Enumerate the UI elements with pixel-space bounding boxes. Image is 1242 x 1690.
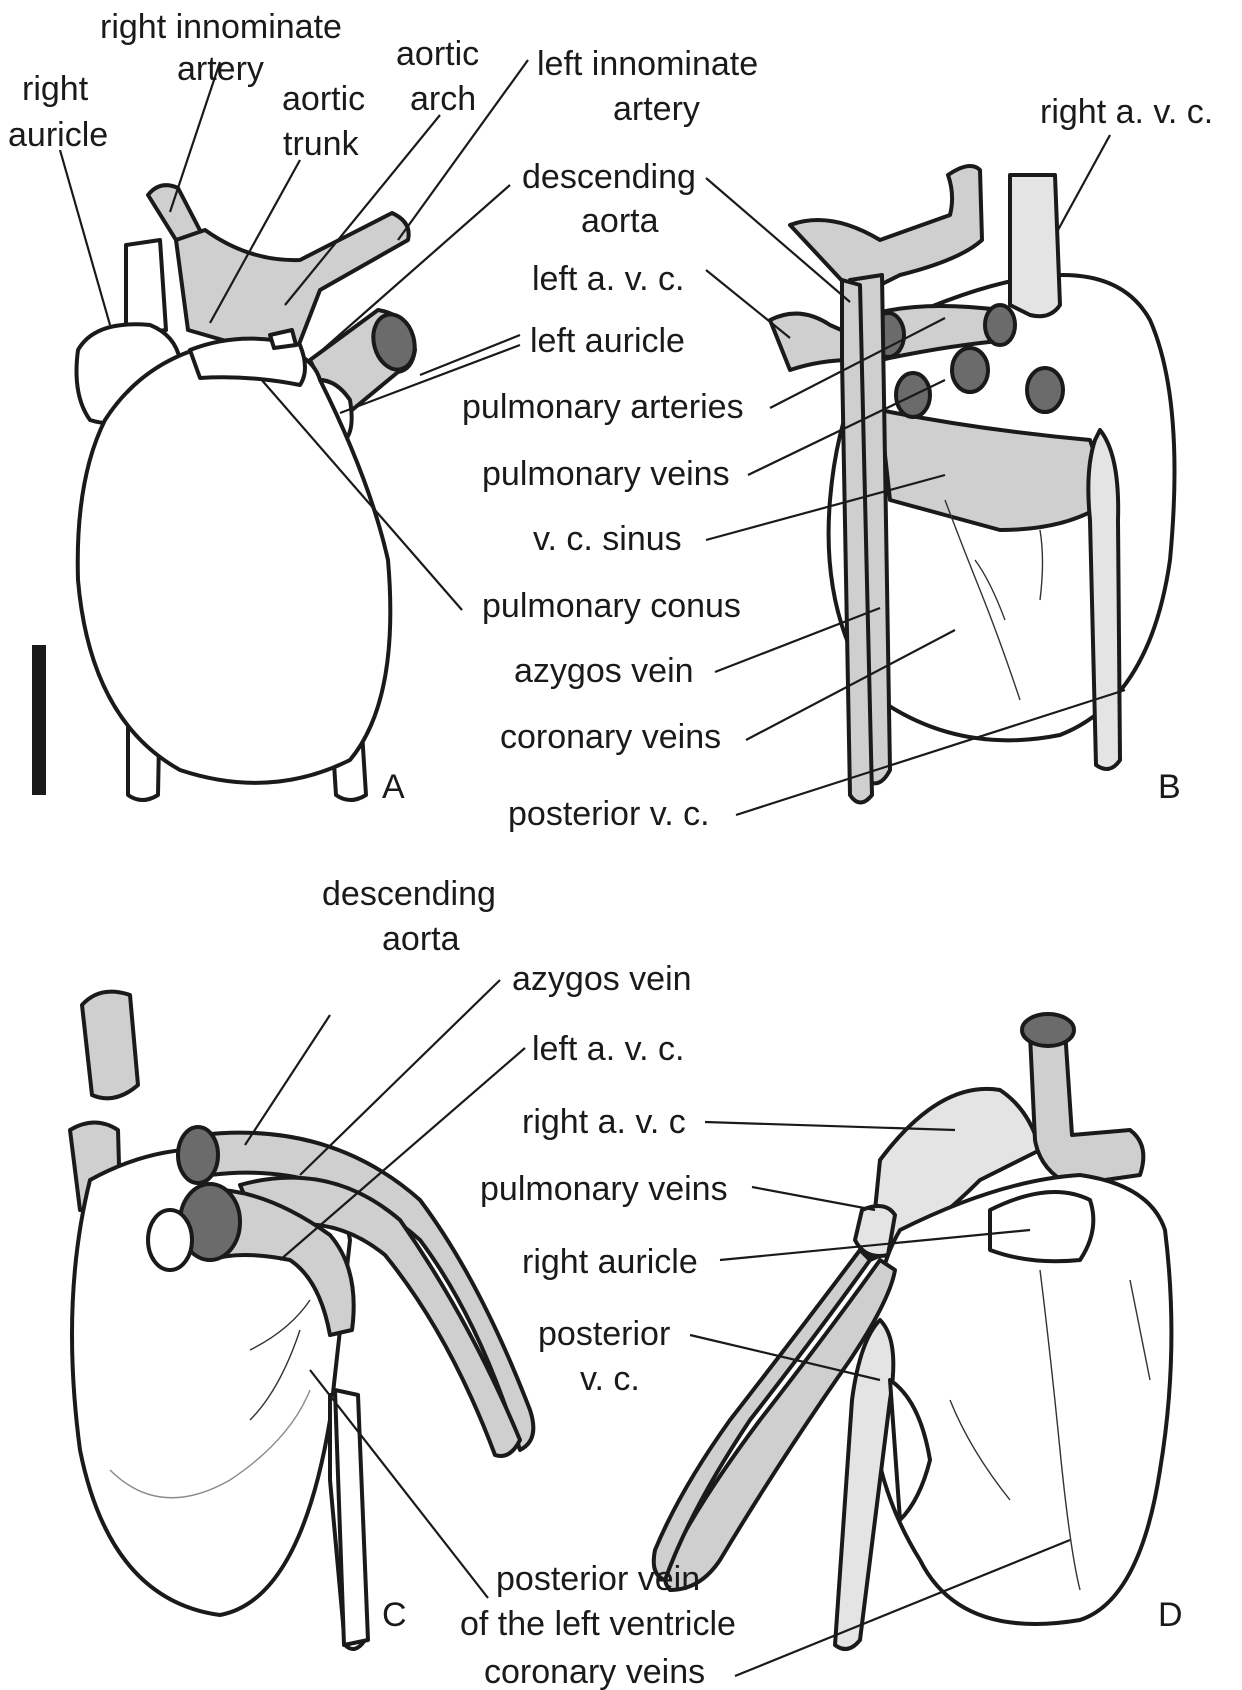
label-posterior-vc: posterior v. c. [508,795,710,833]
label-c-azygos-vein: azygos vein [512,960,692,998]
label-d-coronary-veins: coronary veins [484,1653,705,1690]
label-d-pulmonary-veins: pulmonary veins [480,1170,728,1208]
label-d-right-avc: right a. v. c [522,1103,686,1141]
label-pulmonary-arteries: pulmonary arteries [462,388,744,426]
label-aortic-arch-line1: aortic [396,35,479,73]
label-aortic-arch-line2: arch [410,80,476,118]
label-left-innominate-line1: left innominate [537,45,758,83]
label-pulmonary-veins: pulmonary veins [482,455,730,493]
label-c-posterior-vein-line2: of the left ventricle [460,1605,736,1643]
label-left-auricle: left auricle [530,322,685,360]
label-coronary-veins: coronary veins [500,718,721,756]
panel-label-b: B [1158,768,1181,806]
panel-d-drawing [654,1014,1172,1649]
label-pulmonary-conus: pulmonary conus [482,587,741,625]
panel-label-c: C [382,1596,407,1634]
label-descending-aorta-line1: descending [522,158,696,196]
label-c-posterior-vein-line1: posterior vein [496,1560,700,1598]
scale-bar [32,645,46,795]
label-vc-sinus: v. c. sinus [533,520,682,558]
panel-c-drawing [70,992,533,1649]
panel-b-drawing [770,166,1175,803]
label-right-auricle-line1: right [22,70,89,108]
label-left-innominate-line2: artery [613,90,700,128]
panel-label-a: A [382,768,405,806]
panel-a-drawing [77,185,421,800]
label-aortic-trunk-line2: trunk [283,125,360,163]
label-c-descending-aorta-line2: aorta [382,920,460,958]
label-azygos-vein: azygos vein [514,652,694,690]
label-right-innominate-line1: right innominate [100,8,342,46]
label-d-posterior-vc-line1: posterior [538,1315,670,1353]
panel-label-d: D [1158,1596,1183,1634]
label-d-posterior-vc-line2: v. c. [580,1360,640,1398]
label-left-avc: left a. v. c. [532,260,684,298]
label-c-descending-aorta-line1: descending [322,875,496,913]
label-aortic-trunk-line1: aortic [282,80,365,118]
label-d-right-auricle: right auricle [522,1243,698,1281]
label-right-auricle-line2: auricle [8,116,108,154]
label-right-innominate-line2: artery [177,50,264,88]
label-descending-aorta-line2: aorta [581,202,659,240]
label-right-avc-b: right a. v. c. [1040,93,1213,131]
label-c-left-avc: left a. v. c. [532,1030,684,1068]
